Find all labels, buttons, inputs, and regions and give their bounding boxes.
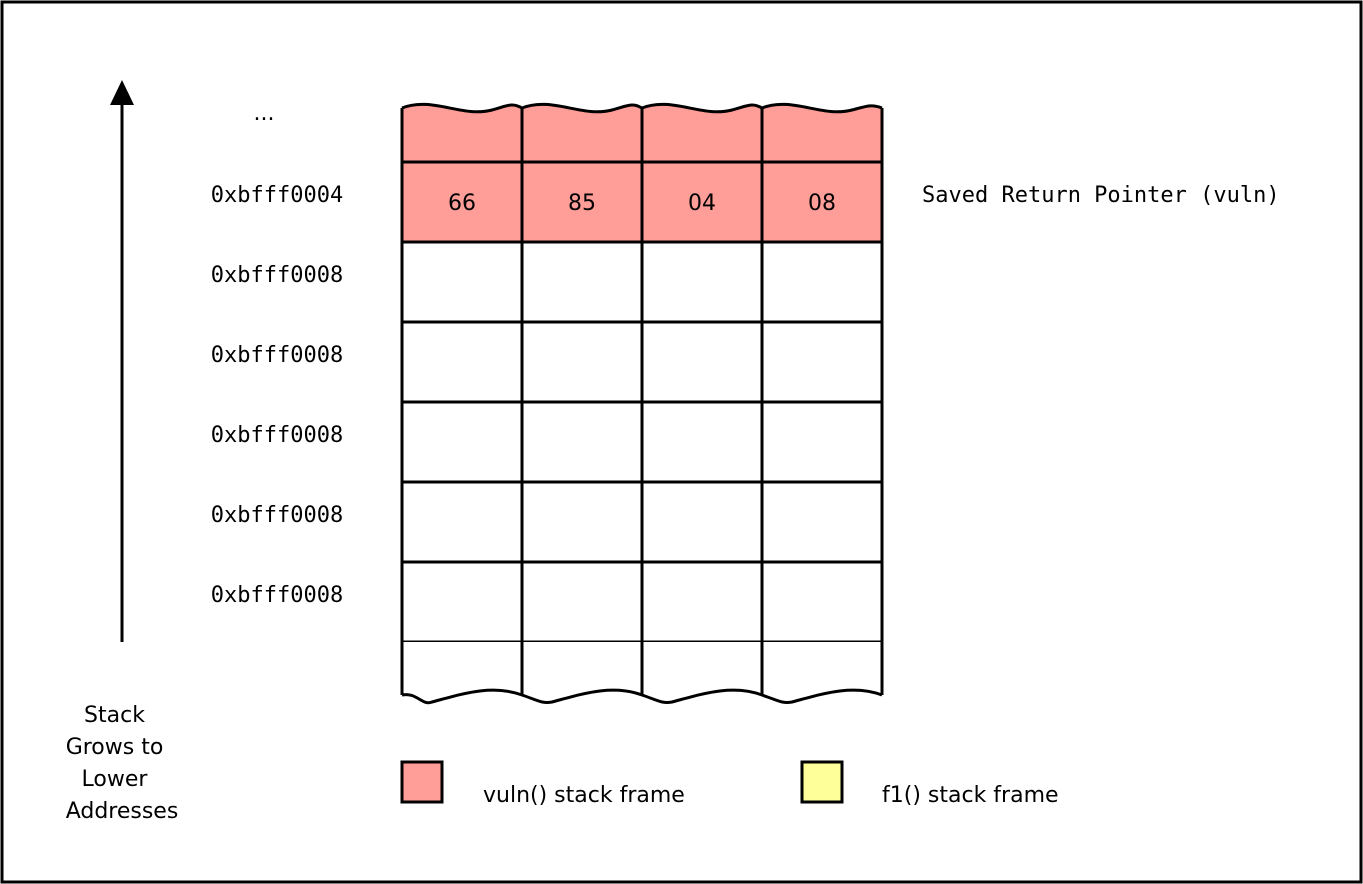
legend: vuln() stack frame f1() stack frame bbox=[400, 760, 1059, 808]
stack-byte-cell bbox=[760, 480, 884, 564]
stack-byte-cell bbox=[760, 240, 884, 324]
stack-byte-cell bbox=[520, 400, 644, 484]
row-address: 0xbfff0008 bbox=[211, 503, 343, 528]
stack-byte-cell bbox=[520, 240, 644, 324]
legend-swatch-f1 bbox=[800, 760, 844, 804]
stack-byte-value: 08 bbox=[808, 191, 836, 216]
stack-byte-value: 85 bbox=[568, 191, 596, 216]
stack-byte-cell bbox=[640, 400, 764, 484]
top-ellipsis: ... bbox=[254, 101, 275, 126]
stack-byte-cell bbox=[400, 480, 524, 564]
stack-byte-cell bbox=[760, 320, 884, 404]
arrow-label-line: Addresses bbox=[66, 799, 179, 824]
row-annotation: Saved Return Pointer (vuln) bbox=[922, 183, 1280, 208]
stack-byte-cell bbox=[400, 400, 524, 484]
stack-byte-cell bbox=[520, 320, 644, 404]
stack-byte-cell bbox=[640, 480, 764, 564]
stack-byte-cell bbox=[640, 240, 764, 324]
legend-swatch-vuln bbox=[400, 760, 444, 804]
legend-item-vuln: vuln() stack frame bbox=[400, 760, 685, 808]
arrow-label-line: Grows to bbox=[66, 735, 164, 760]
stack-byte-cell bbox=[760, 400, 884, 484]
stack-byte-value: 04 bbox=[688, 191, 716, 216]
legend-label-f1: f1() stack frame bbox=[882, 783, 1059, 808]
legend-label-vuln: vuln() stack frame bbox=[483, 783, 685, 808]
up-arrow-icon bbox=[110, 80, 134, 642]
stack-byte-cell bbox=[640, 320, 764, 404]
column-lines bbox=[400, 108, 884, 695]
arrow-label: Stack Grows to Lower Addresses bbox=[66, 703, 179, 824]
stack-rows: 0xbfff0004 66 85 04 08 Saved Return Pointer (… bbox=[211, 160, 1280, 644]
stack-byte-cell bbox=[400, 560, 524, 644]
stack-byte-cell bbox=[760, 560, 884, 644]
stack-byte-cell bbox=[400, 240, 524, 324]
stack-byte-cell bbox=[520, 560, 644, 644]
legend-item-f1: f1() stack frame bbox=[800, 760, 1059, 808]
stack-byte-cell bbox=[640, 560, 764, 644]
stack-row: 0xbfff0004 66 85 04 08 Saved Return Pointer (… bbox=[211, 160, 1280, 244]
stack-byte-cell bbox=[400, 320, 524, 404]
stack-row: 0xbfff0008 bbox=[211, 240, 884, 324]
row-address: 0xbfff0008 bbox=[211, 423, 343, 448]
stack-byte-cell bbox=[400, 160, 524, 244]
stack-byte-cell bbox=[520, 480, 644, 564]
arrow-label-line: Stack bbox=[84, 703, 145, 728]
row-address: 0xbfff0008 bbox=[211, 583, 343, 608]
stack-byte-value: 66 bbox=[448, 191, 476, 216]
stack-row: 0xbfff0008 bbox=[211, 320, 884, 404]
row-address: 0xbfff0008 bbox=[211, 263, 343, 288]
row-address: 0xbfff0008 bbox=[211, 343, 343, 368]
arrow-label-line: Lower bbox=[82, 767, 149, 792]
row-address: 0xbfff0004 bbox=[211, 183, 343, 208]
